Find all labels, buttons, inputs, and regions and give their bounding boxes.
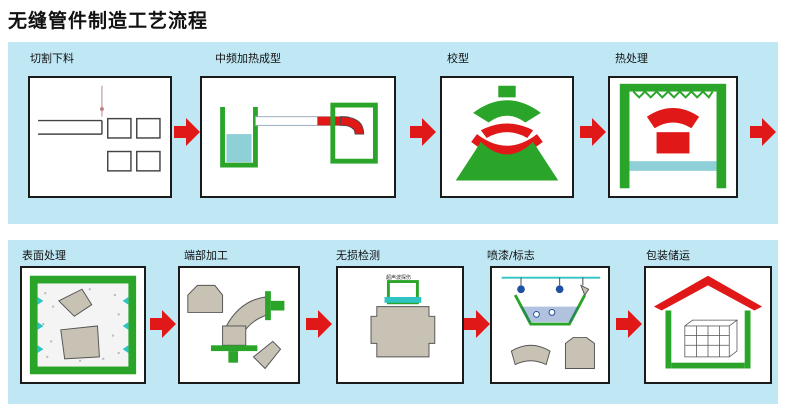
arrow-right-icon — [306, 310, 332, 338]
arrow-right-icon — [750, 118, 776, 146]
arrow-right-icon — [150, 310, 176, 338]
step-label-painting-marking: 喷漆/标志 — [487, 249, 535, 262]
heat-treatment-illustration — [619, 83, 727, 189]
cutting-illustration — [38, 85, 161, 172]
step-card-ndt: 超声波探伤 — [336, 266, 464, 384]
step-label-surface-treatment: 表面处理 — [22, 249, 66, 262]
page-title: 无缝管件制造工艺流程 — [8, 10, 209, 32]
painting-marking-illustration — [501, 276, 601, 369]
step-card-painting-marking — [490, 266, 610, 384]
induction-bending-illustration — [220, 102, 378, 168]
flow-arrow-5 — [150, 310, 176, 338]
step-label-induction-bending: 中频加热成型 — [215, 52, 281, 65]
arrow-right-icon — [174, 118, 200, 146]
surface-treatment-illustration — [29, 275, 137, 375]
step-card-sizing — [440, 76, 574, 198]
flow-arrow-6 — [306, 310, 332, 338]
step-card-cutting — [28, 76, 172, 198]
step-label-packing-storage: 包装储运 — [646, 249, 690, 262]
step-card-surface-treatment — [20, 266, 146, 384]
step-card-packing-storage — [644, 266, 772, 384]
arrow-right-icon — [464, 310, 490, 338]
flow-arrow-3 — [580, 118, 606, 146]
ndt-illustration — [370, 280, 436, 358]
flow-arrow-1 — [174, 118, 200, 146]
flow-arrow-4 — [750, 118, 776, 146]
step-label-cutting: 切割下料 — [30, 52, 74, 65]
step-card-heat-treatment — [608, 76, 738, 198]
flow-arrow-2 — [410, 118, 436, 146]
step-label-ndt: 无损检测 — [336, 249, 380, 262]
step-label-sizing: 校型 — [447, 52, 469, 65]
step-card-end-machining — [178, 266, 300, 384]
packing-storage-illustration — [653, 275, 763, 369]
step-card-induction-bending — [200, 76, 396, 198]
arrow-right-icon — [410, 118, 436, 146]
sizing-illustration — [455, 85, 559, 181]
arrow-right-icon — [580, 118, 606, 146]
arrow-right-icon — [616, 310, 642, 338]
ndt-device-tag: 超声波探伤 — [386, 275, 412, 281]
step-label-end-machining: 端部加工 — [184, 249, 228, 262]
end-machining-illustration — [187, 284, 285, 370]
flow-arrow-8 — [616, 310, 642, 338]
step-label-heat-treatment: 热处理 — [615, 52, 648, 65]
flow-arrow-7 — [464, 310, 490, 338]
